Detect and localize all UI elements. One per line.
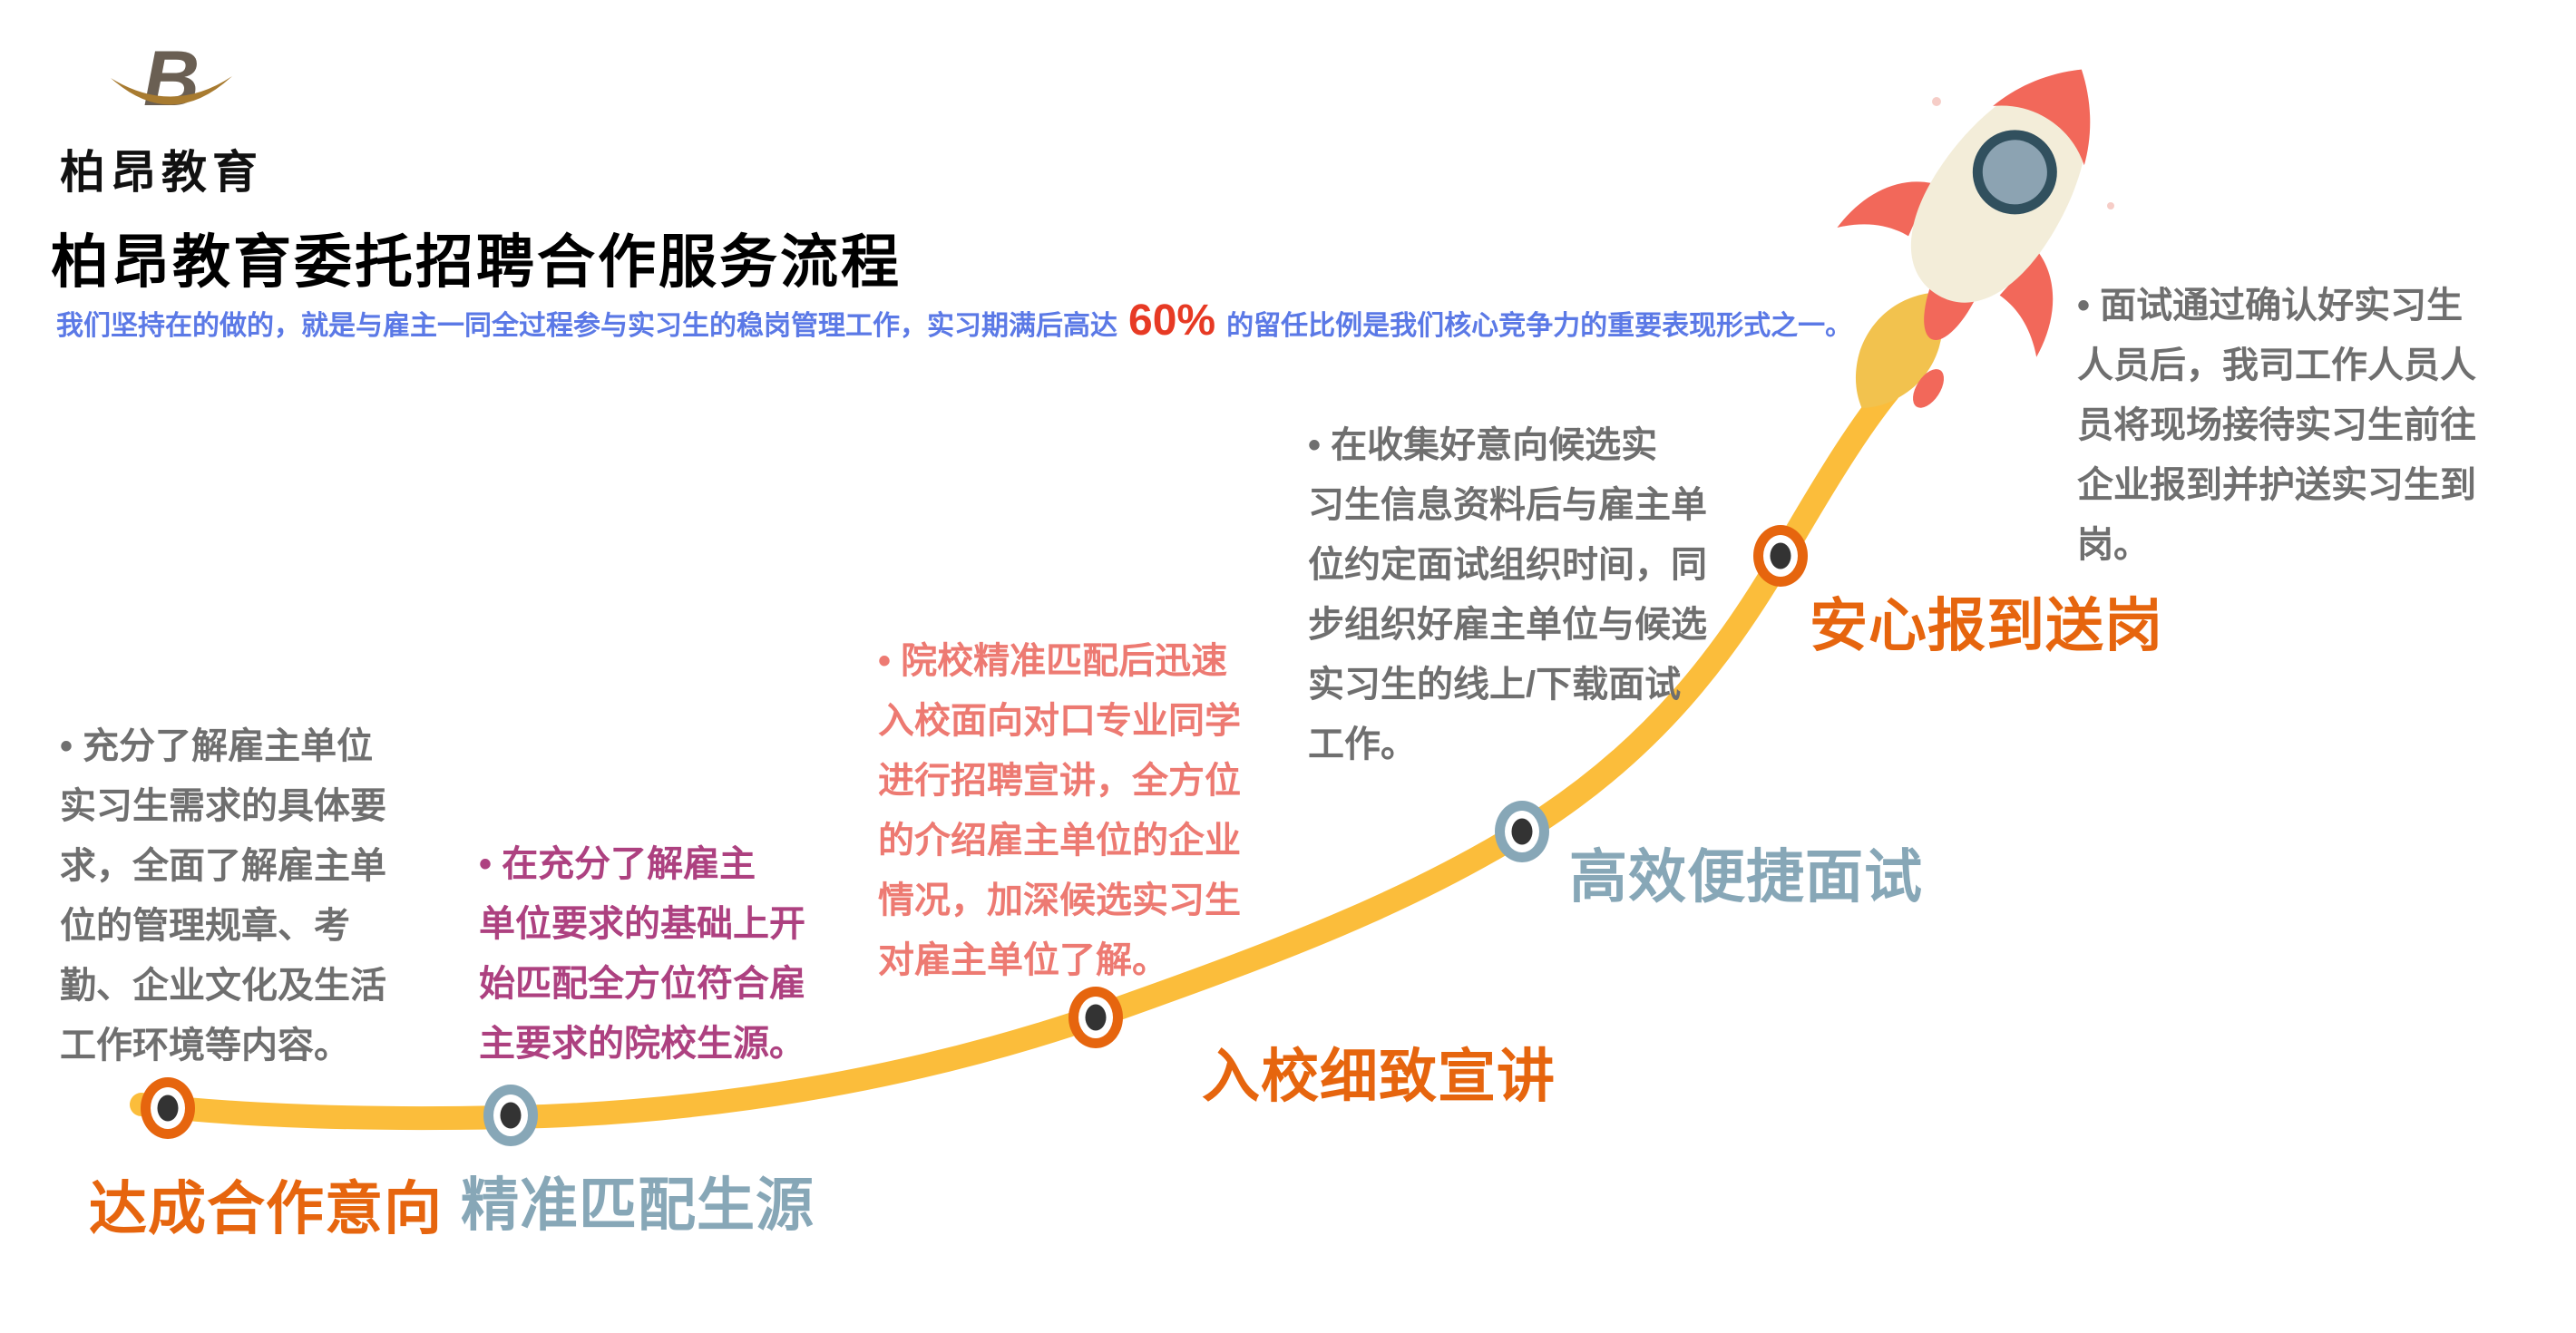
subtitle-text-before: 我们坚持在的做的，就是与雇主一同全过程参与实习生的稳岗管理工作，实习期满后高达 [56,311,1117,341]
stage-5-description: • 面试通过确认好实习生 人员后，我司工作人员人 员将现场接待实习生前往 企业报… [2077,286,2476,565]
stage-4-label: 高效便捷面试 [1569,844,1923,910]
subtitle-text-after: 的留任比例是我们核心竞争力的重要表现形式之一。 [1226,311,1853,341]
rocket-porthole [1982,139,2048,205]
milestone-dot-4 [1495,801,1549,862]
sparkle-icon [1932,97,1941,106]
sparkle-icon [2107,202,2114,209]
rocket-icon [1837,69,2091,408]
stage-3-label: 入校细致宣讲 [1202,1044,1556,1109]
milestone-dot-2 [483,1085,538,1146]
stage-2-label: 精准匹配生源 [461,1172,815,1238]
stage-2-description: • 在充分了解雇主 单位要求的基础上开 始匹配全方位符合雇 主要求的院校生源。 [479,844,805,1064]
retention-rate-highlight: 60% [1128,297,1216,345]
brand-name: 柏昂教育 [60,147,263,198]
svg-text:B: B [143,36,200,122]
page-subtitle: 我们坚持在的做的，就是与雇主一同全过程参与实习生的稳岗管理工作，实习期满后高达 6… [56,296,1961,345]
stage-3-description: • 院校精准匹配后迅速 入校面向对口专业同学 进行招聘宣讲，全方位 的介绍雇主单… [878,641,1241,980]
milestone-dot-1 [141,1077,195,1139]
stage-1-description: • 充分了解雇主单位 实习生需求的具体要 求，全面了解雇主单 位的管理规章、考 … [60,726,386,1065]
stage-5-label: 安心报到送岗 [1810,593,2163,658]
page-title: 柏昂教育委托招聘合作服务流程 [51,229,902,295]
stage-1-label: 达成合作意向 [89,1176,443,1241]
milestone-dot-3 [1068,987,1123,1048]
logo-mark-icon: B [111,36,232,122]
milestone-dot-5 [1753,525,1808,587]
stage-4-description: • 在收集好意向候选实 习生信息资料后与雇主单 位约定面试组织时间，同 步组织好… [1308,425,1707,764]
